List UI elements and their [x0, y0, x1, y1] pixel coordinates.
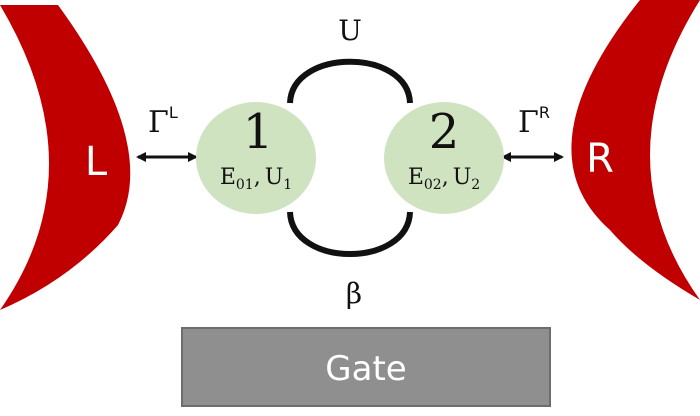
dot-1-energy-sub: 01	[236, 177, 254, 193]
left-coupling-symbol: Γ	[148, 105, 169, 140]
dot-2-interaction: U	[453, 165, 472, 190]
dot-1-sep: ,	[254, 165, 261, 190]
left-coupling-superscript: L	[169, 103, 178, 122]
dot-2: 2 E02,U2	[384, 102, 504, 214]
gate-block	[181, 327, 551, 407]
dot-1-energy: E	[220, 165, 236, 190]
right-lead: R	[571, 0, 700, 300]
right-lead-shape	[571, 0, 700, 300]
top-link-label: U	[338, 14, 362, 47]
bottom-link	[287, 211, 413, 257]
gate-label: Gate	[325, 349, 406, 389]
right-coupling-superscript: R	[539, 103, 550, 122]
dot-1: 1 E01,U1	[196, 102, 316, 214]
dot-1-params: E01,U1	[220, 165, 292, 193]
dot-1-number: 1	[243, 104, 274, 160]
dot-2-number: 2	[429, 104, 460, 160]
dot-1-circle	[196, 102, 316, 214]
left-lead-label: L	[85, 139, 108, 185]
dot-2-energy-sub: 02	[424, 177, 442, 193]
dot-2-interaction-sub: 2	[471, 177, 480, 193]
top-link	[287, 58, 413, 104]
bottom-link-label: β	[346, 277, 362, 310]
gate: Gate	[181, 327, 551, 407]
dot-2-circle	[384, 102, 504, 214]
dot-1-interaction-sub: 1	[283, 177, 292, 193]
dot-2-energy: E	[408, 165, 424, 190]
right-coupling-label: ΓR	[518, 103, 550, 140]
left-lead: L	[0, 5, 131, 310]
left-lead-shape	[0, 5, 131, 310]
right-coupling-symbol: Γ	[518, 105, 539, 140]
left-coupling-label: ΓL	[148, 103, 178, 140]
dot-1-interaction: U	[265, 165, 284, 190]
right-lead-label: R	[586, 136, 614, 182]
dot-2-params: E02,U2	[408, 165, 480, 193]
dot-2-sep: ,	[442, 165, 449, 190]
